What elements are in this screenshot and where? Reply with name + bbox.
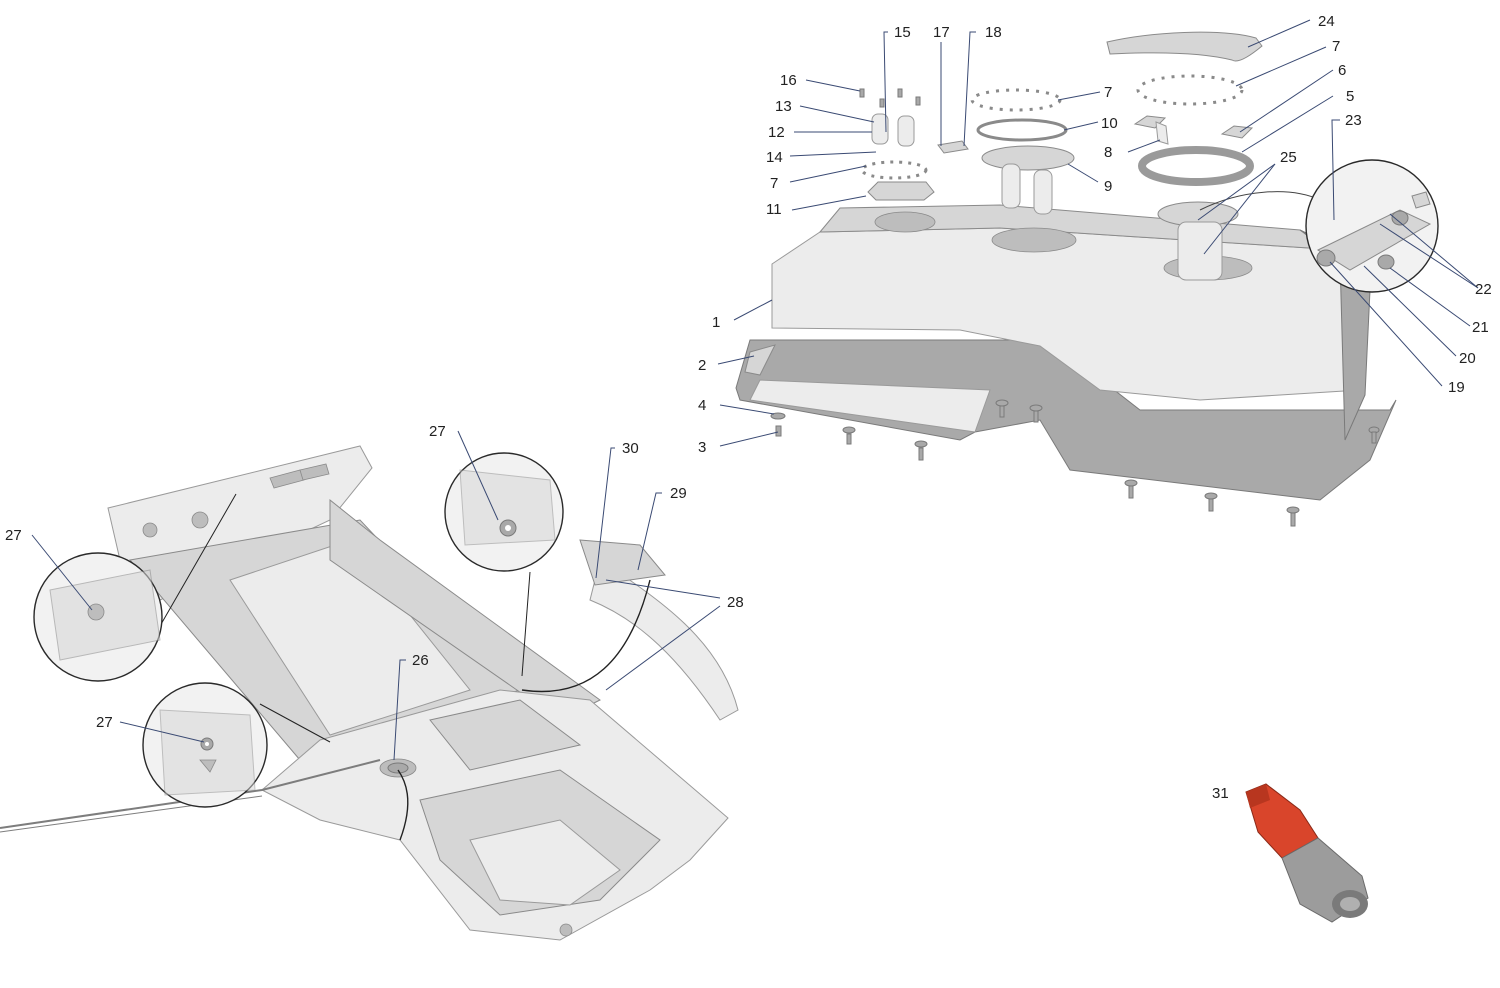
callout-14: 14 [766,149,783,166]
callout-7-left: 7 [770,175,778,192]
callout-25: 25 [1280,149,1297,166]
callout-10: 10 [1101,115,1118,132]
fuel-tank [735,204,1397,501]
quick-disconnect-fitting [1245,783,1369,923]
detail-lens-left [33,493,237,682]
callout-7-top-right: 7 [1332,38,1340,55]
callout-19: 19 [1448,379,1465,396]
callout-labels: 1 2 3 4 5 6 7 7 7 8 9 10 11 12 13 14 15 … [5,13,1492,802]
callout-16: 16 [780,72,797,89]
callout-26: 26 [412,652,429,669]
callout-1: 1 [712,314,720,331]
callout-30: 30 [622,440,639,457]
callout-21: 21 [1472,319,1489,336]
tank-mounting-bolts [770,399,1380,527]
callout-8: 8 [1104,144,1112,161]
callout-4: 4 [698,397,706,414]
callout-13: 13 [775,98,792,115]
callout-9: 9 [1104,178,1112,195]
callout-28: 28 [727,594,744,611]
callout-17: 17 [933,24,950,41]
callout-31: 31 [1212,785,1229,802]
callout-22: 22 [1475,281,1492,298]
chassis-floor-pan [0,445,739,941]
detail-lens-bottom [142,682,331,808]
callout-27-bottom: 27 [96,714,113,731]
callout-24: 24 [1318,13,1335,30]
callout-15: 15 [894,24,911,41]
callout-11: 11 [766,201,782,218]
callout-20: 20 [1459,350,1476,367]
callout-27-top: 27 [429,423,446,440]
callout-29: 29 [670,485,687,502]
leader-lines [31,19,1479,761]
callout-6: 6 [1338,62,1346,79]
callout-12: 12 [768,124,785,141]
callout-18: 18 [985,24,1002,41]
callout-27-left: 27 [5,527,22,544]
callout-23: 23 [1345,112,1362,129]
detail-lens-tank [1305,159,1439,293]
detail-lens-top [444,452,564,677]
callout-3: 3 [698,439,706,456]
callout-5: 5 [1346,88,1354,105]
callout-7-middle: 7 [1104,84,1112,101]
callout-2: 2 [698,357,706,374]
